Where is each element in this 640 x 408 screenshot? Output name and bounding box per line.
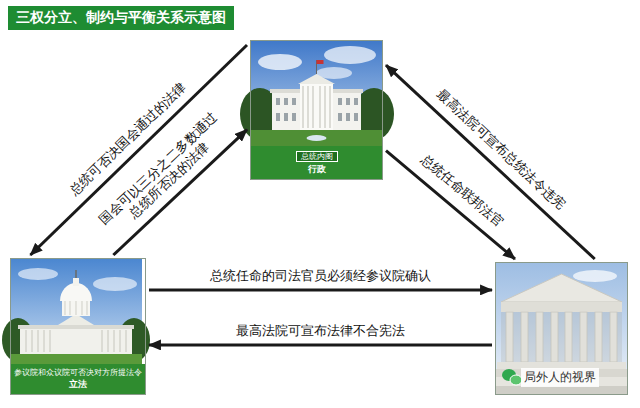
capitol-photo [2,258,150,365]
caption-band: 总统内阁行政 [251,146,382,179]
arrow-label: 总统任命的司法官员必须经参议院确认 [208,268,433,284]
branch-box: 参议院和众议院可否决对方所提法令立法 [10,258,146,395]
caption-band: 参议院和众议院可否决对方所提法令立法 [11,364,145,394]
supreme-court-photo [495,262,628,395]
check-arrow [386,65,595,259]
watermark: 局外人的视界 [521,368,599,387]
arrow-label: 最高法院可宣布法律不合宪法 [234,323,407,339]
branch-note: 参议院和众议院可否决对方所提法令 [14,369,142,378]
branch-label: 立法 [69,379,87,389]
cabinet-label: 总统内阁 [296,151,338,162]
check-arrow [149,343,492,346]
check-arrow [149,288,492,291]
check-arrow [30,45,247,255]
white-house-photo [240,40,394,147]
branch-box: 总统内阁行政 [250,40,383,180]
title-banner: 三权分立、制约与平衡关系示意图 [8,6,234,30]
arrow-label: 总统任命联邦法官 [415,150,508,232]
check-arrow [386,151,515,259]
arrow-label: 国会可以三分之二多数通过 总统所否决的法律 [91,105,236,244]
branch-label: 行政 [308,164,326,174]
watermark-icon [502,369,522,385]
arrow-label: 最高法院可宣布总统法令违宪 [432,86,570,216]
